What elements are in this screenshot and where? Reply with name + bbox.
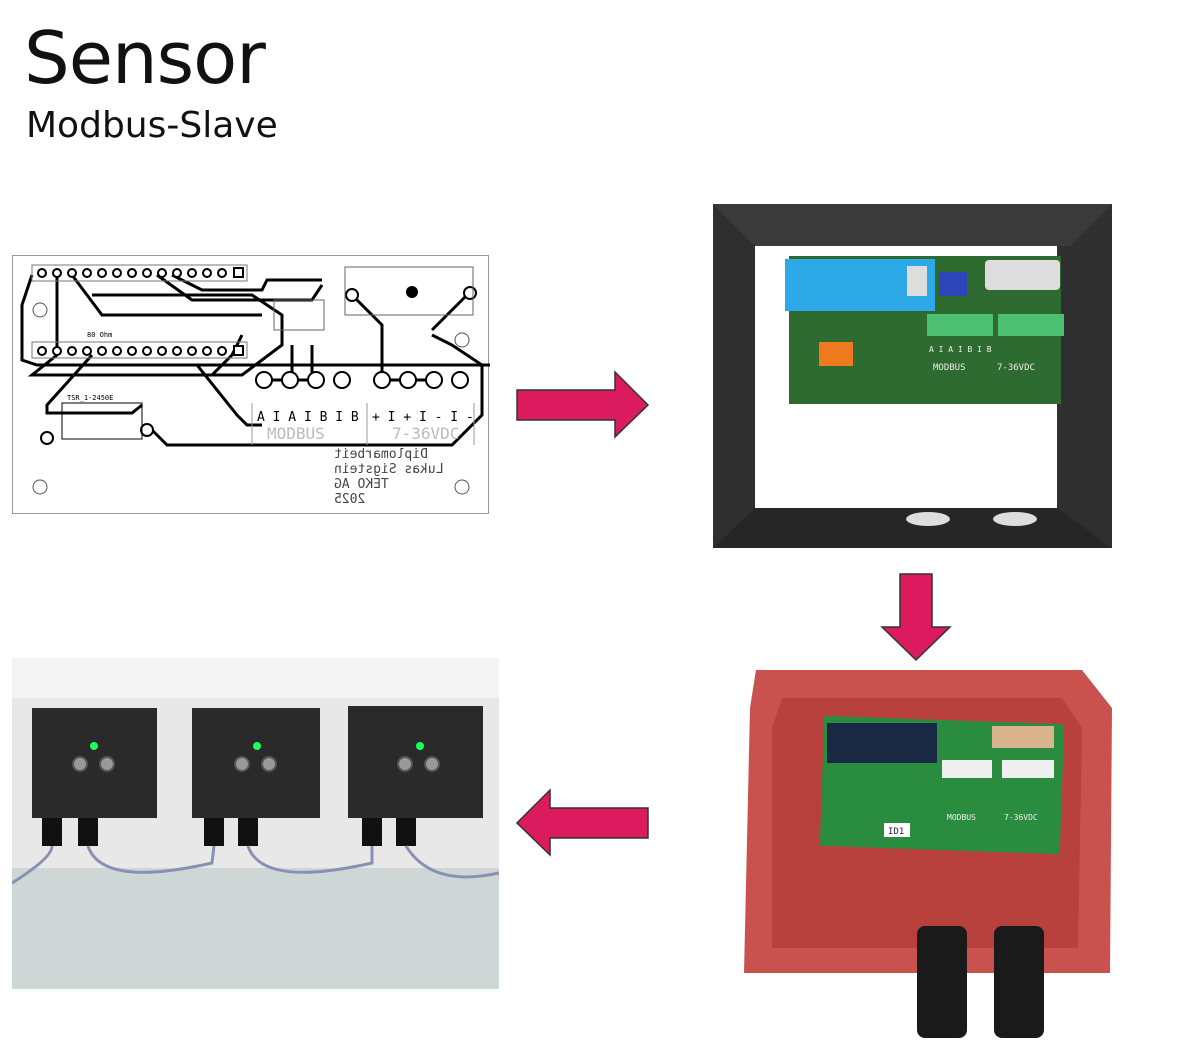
pcb-signature-line: Diplomarbeit	[334, 447, 428, 462]
render-modbus-label: MODBUS	[933, 363, 966, 373]
pcb-signature-line: TEKO AG	[334, 477, 389, 492]
arrow-down-icon	[880, 573, 952, 662]
assembled-enclosure-image: MODBUS 7-36VDC ID1	[744, 670, 1112, 1038]
arrow-left-icon	[515, 788, 649, 857]
installed-sensors-photo	[12, 658, 499, 989]
sensor-unit	[32, 706, 483, 818]
render-terminal-labels: A I A I B I B	[929, 345, 992, 354]
slide-title: Sensor	[24, 16, 266, 100]
pcb-modbus-label: MODBUS	[267, 424, 325, 443]
box-power-label: 7-36VDC	[1004, 813, 1038, 822]
arrow-right-icon	[516, 370, 650, 439]
board-id-tag: ID1	[888, 827, 904, 837]
pcb-regulator-label: TSR_1-2450E	[67, 394, 113, 402]
pcb-layout-image: A I A I B I B + I + I - I - MODBUS 7-36V…	[12, 255, 490, 514]
slide-subtitle: Modbus-Slave	[26, 105, 278, 146]
pcb-3d-render-image: A I A I B I B MODBUS 7-36VDC	[713, 204, 1112, 548]
pcb-resistor-label: 80 Ohm	[87, 331, 112, 339]
pcb-power-terminal-labels: + I + I - I -	[372, 410, 474, 425]
render-power-label: 7-36VDC	[997, 363, 1035, 373]
pcb-modbus-terminal-labels: A I A I B I B	[257, 410, 359, 425]
pcb-power-label: 7-36VDC	[392, 424, 459, 443]
pcb-signature-line: 2025	[334, 492, 365, 507]
box-modbus-label: MODBUS	[947, 813, 976, 822]
pcb-signature-line: Lukas Sigstein	[334, 462, 444, 477]
